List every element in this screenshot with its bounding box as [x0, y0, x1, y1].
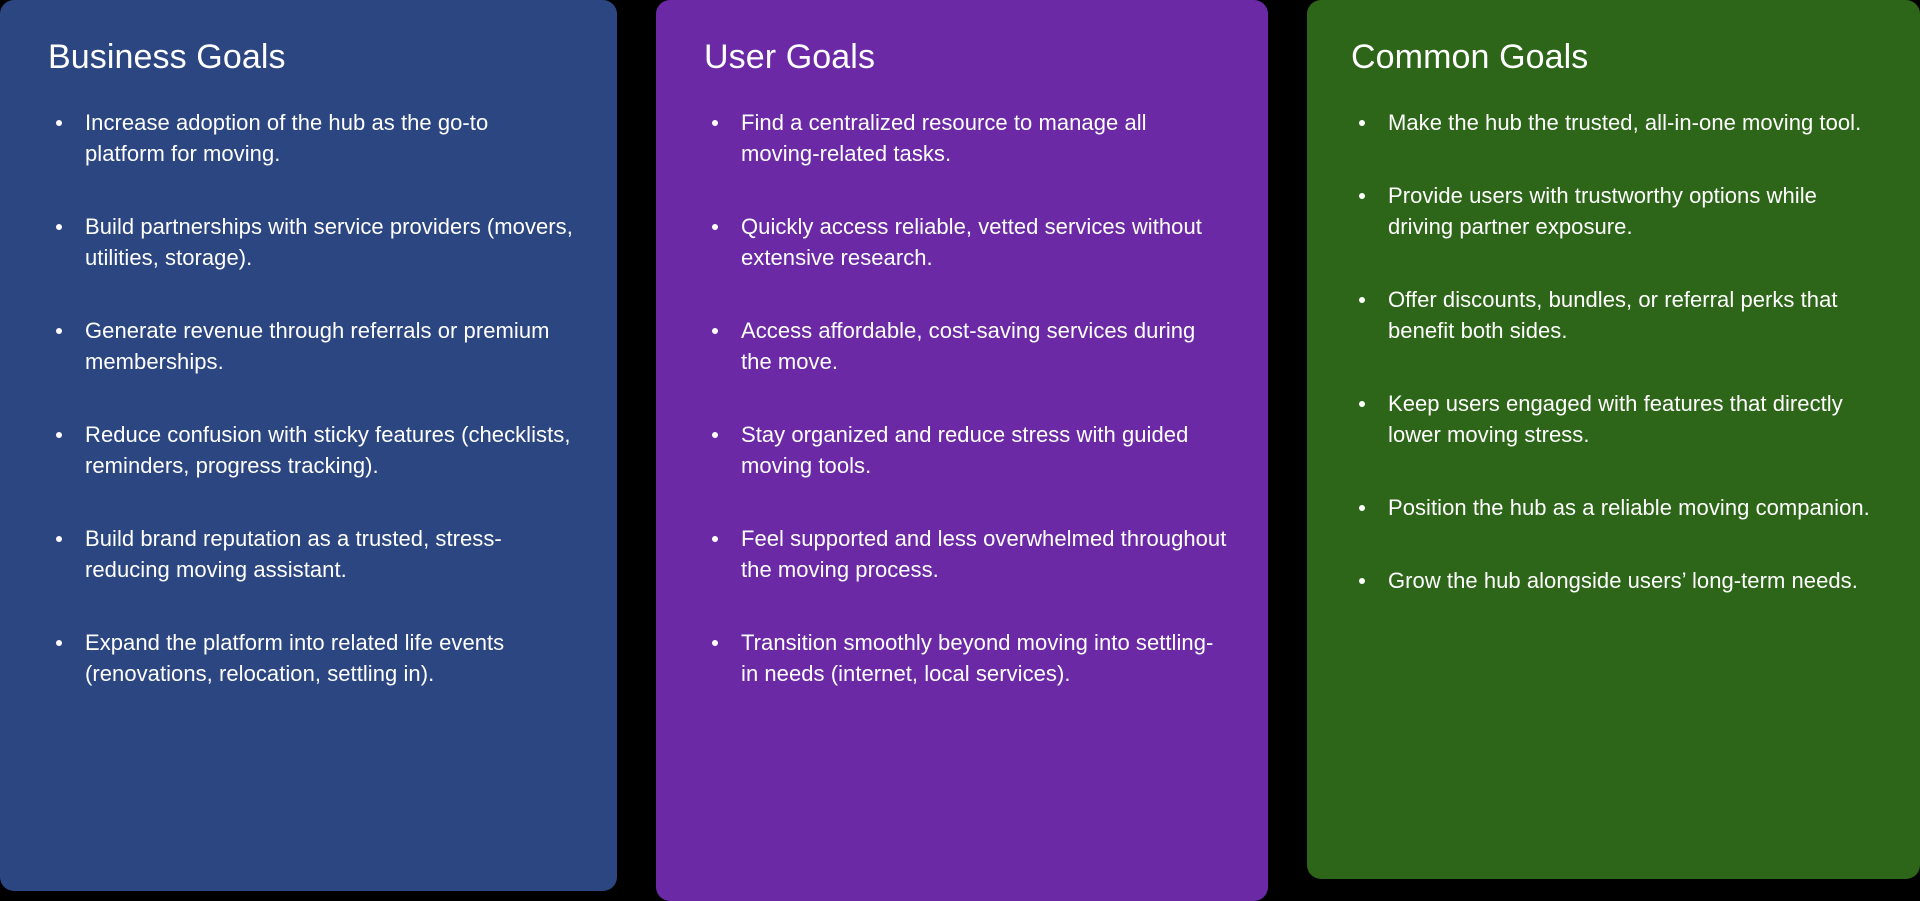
bullet-icon — [56, 223, 62, 230]
goal-list-common: Make the hub the trusted, all-in-one mov… — [1351, 107, 1880, 596]
goal-text: Build brand reputation as a trusted, str… — [85, 525, 502, 582]
list-item: Find a centralized resource to manage al… — [704, 107, 1228, 169]
list-item: Expand the platform into related life ev… — [48, 627, 573, 689]
goal-text: Generate revenue through referrals or pr… — [85, 317, 550, 374]
bullet-icon — [56, 119, 62, 126]
goal-text: Find a centralized resource to manage al… — [741, 109, 1147, 166]
bullet-icon — [1359, 192, 1365, 199]
goal-text: Feel supported and less overwhelmed thro… — [741, 525, 1227, 582]
goal-text: Make the hub the trusted, all-in-one mov… — [1388, 109, 1862, 135]
bullet-icon — [56, 639, 62, 646]
bullet-icon — [712, 535, 718, 542]
list-item: Build partnerships with service provider… — [48, 211, 573, 273]
goal-text: Transition smoothly beyond moving into s… — [741, 629, 1214, 686]
goal-text: Offer discounts, bundles, or referral pe… — [1388, 286, 1838, 343]
list-item: Quickly access reliable, vetted services… — [704, 211, 1228, 273]
goal-list-user: Find a centralized resource to manage al… — [704, 107, 1228, 689]
goal-text: Grow the hub alongside users’ long-term … — [1388, 567, 1858, 593]
list-item: Offer discounts, bundles, or referral pe… — [1351, 284, 1880, 346]
goal-text: Stay organized and reduce stress with gu… — [741, 421, 1189, 478]
list-item: Access affordable, cost-saving services … — [704, 315, 1228, 377]
goal-text: Build partnerships with service provider… — [85, 213, 573, 270]
goals-card-user: User Goals Find a centralized resource t… — [656, 0, 1268, 901]
list-item: Reduce confusion with sticky features (c… — [48, 419, 573, 481]
bullet-icon — [1359, 400, 1365, 407]
list-item: Feel supported and less overwhelmed thro… — [704, 523, 1228, 585]
goal-list-business: Increase adoption of the hub as the go-t… — [48, 107, 573, 689]
list-item: Generate revenue through referrals or pr… — [48, 315, 573, 377]
goal-text: Expand the platform into related life ev… — [85, 629, 505, 686]
bullet-icon — [56, 535, 62, 542]
list-item: Build brand reputation as a trusted, str… — [48, 523, 573, 585]
list-item: Position the hub as a reliable moving co… — [1351, 492, 1880, 523]
bullet-icon — [1359, 504, 1365, 511]
bullet-icon — [1359, 296, 1365, 303]
list-item: Make the hub the trusted, all-in-one mov… — [1351, 107, 1880, 138]
bullet-icon — [712, 431, 718, 438]
card-title-user: User Goals — [704, 38, 876, 76]
bullet-icon — [712, 223, 718, 230]
goal-text: Quickly access reliable, vetted services… — [741, 213, 1202, 270]
bullet-icon — [1359, 577, 1365, 584]
goal-text: Provide users with trustworthy options w… — [1388, 182, 1817, 239]
goal-text: Keep users engaged with features that di… — [1388, 390, 1843, 447]
bullet-icon — [56, 431, 62, 438]
list-item: Grow the hub alongside users’ long-term … — [1351, 565, 1880, 596]
goal-text: Increase adoption of the hub as the go-t… — [85, 109, 489, 166]
list-item: Transition smoothly beyond moving into s… — [704, 627, 1228, 689]
goals-card-common: Common Goals Make the hub the trusted, a… — [1307, 0, 1920, 879]
list-item: Stay organized and reduce stress with gu… — [704, 419, 1228, 481]
list-item: Keep users engaged with features that di… — [1351, 388, 1880, 450]
bullet-icon — [1359, 119, 1365, 126]
bullet-icon — [712, 639, 718, 646]
goals-card-business: Business Goals Increase adoption of the … — [0, 0, 617, 891]
card-title-common: Common Goals — [1351, 38, 1589, 76]
goal-text: Access affordable, cost-saving services … — [741, 317, 1196, 374]
bullet-icon — [712, 119, 718, 126]
list-item: Provide users with trustworthy options w… — [1351, 180, 1880, 242]
list-item: Increase adoption of the hub as the go-t… — [48, 107, 573, 169]
goal-text: Reduce confusion with sticky features (c… — [85, 421, 571, 478]
bullet-icon — [712, 327, 718, 334]
goal-text: Position the hub as a reliable moving co… — [1388, 494, 1870, 520]
card-title-business: Business Goals — [48, 38, 286, 76]
bullet-icon — [56, 327, 62, 334]
